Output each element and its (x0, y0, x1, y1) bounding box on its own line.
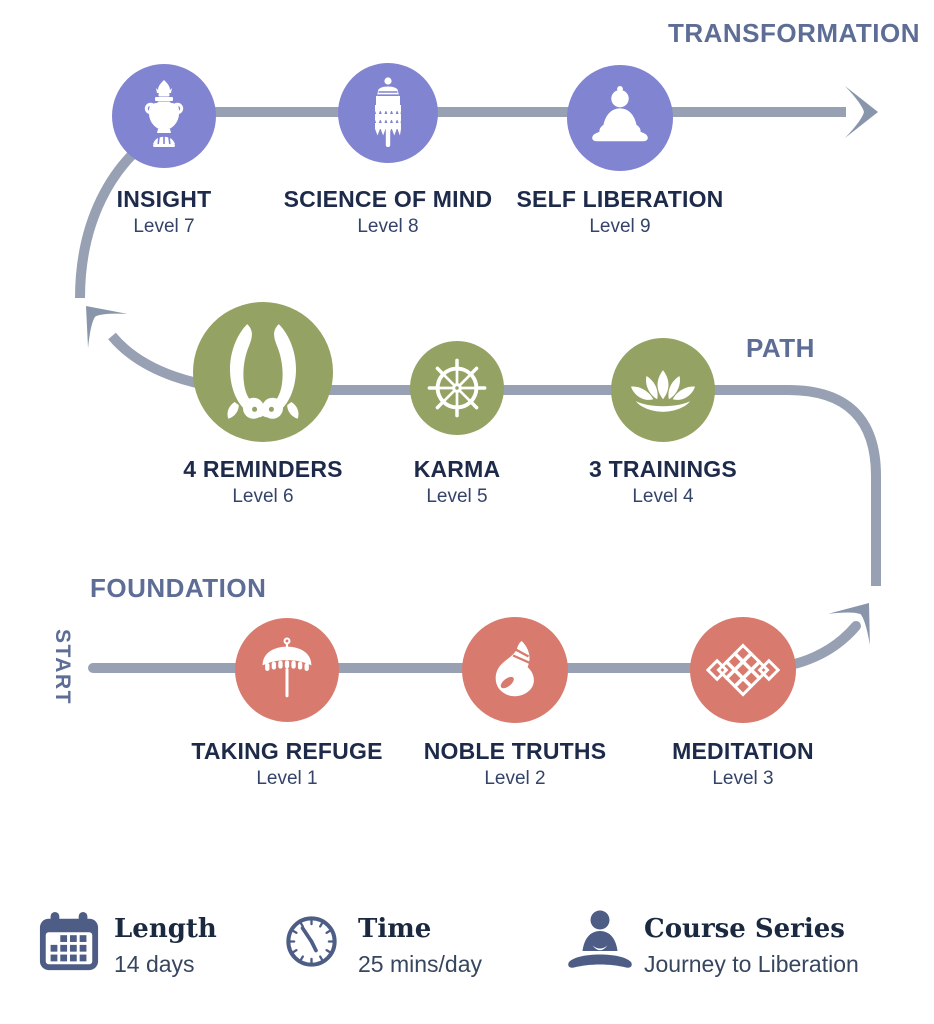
lotus-icon (630, 369, 696, 412)
node-noble-truths-circle (462, 617, 568, 723)
node-noble-truths-level: Level 2 (484, 768, 546, 789)
node-karma-level: Level 5 (426, 486, 488, 507)
node-insight-title: INSIGHT (116, 186, 212, 212)
time-value: 25 mins/day (358, 951, 483, 977)
length-heading: Length (114, 914, 217, 944)
node-taking-refuge-title: TAKING REFUGE (191, 738, 383, 764)
node-three-trainings-title: 3 TRAININGS (589, 456, 737, 482)
arrowhead-right (845, 86, 878, 138)
node-science-of-mind-circle (338, 63, 438, 163)
phase-label-transformation: TRANSFORMATION (667, 18, 920, 48)
arrowhead-up-left (86, 306, 128, 348)
node-self-liberation-circle (567, 65, 673, 171)
meditator-icon (566, 910, 634, 979)
treasure-vase-icon (144, 80, 184, 147)
node-science-of-mind-level: Level 8 (357, 216, 419, 237)
node-self-liberation-title: SELF LIBERATION (516, 186, 724, 212)
phase-label-foundation: FOUNDATION (90, 573, 267, 603)
parasol-icon (262, 637, 312, 698)
node-three-trainings-circle (611, 338, 715, 442)
endless-knot-icon (706, 643, 780, 697)
node-meditation-circle (690, 617, 796, 723)
node-four-reminders-title: 4 REMINDERS (183, 456, 343, 482)
node-meditation-level: Level 3 (712, 768, 774, 789)
victory-banner-icon (374, 77, 402, 147)
node-meditation-title: MEDITATION (672, 738, 814, 764)
node-taking-refuge-level: Level 1 (256, 768, 318, 789)
node-karma-circle (410, 341, 504, 435)
calendar-icon (38, 910, 100, 977)
clock-icon (283, 913, 340, 975)
node-science-of-mind-title: SCIENCE OF MIND (283, 186, 493, 212)
buddha-icon (592, 86, 648, 142)
conch-shell-icon (495, 641, 534, 697)
right-curve (690, 385, 881, 586)
node-self-liberation-level: Level 9 (589, 216, 651, 237)
arrowhead-up-right (828, 603, 870, 646)
node-insight-level: Level 7 (133, 216, 195, 237)
node-insight-circle (112, 64, 216, 168)
golden-fishes-icon (227, 323, 299, 419)
node-taking-refuge-circle (235, 618, 339, 722)
length-value: 14 days (114, 951, 195, 977)
node-four-reminders-circle (193, 302, 333, 442)
node-three-trainings-level: Level 4 (632, 486, 694, 507)
node-karma-title: KARMA (413, 456, 501, 482)
course-series-heading: Course Series (644, 914, 845, 944)
course-series-value: Journey to Liberation (644, 951, 859, 977)
time-heading: Time (358, 914, 432, 944)
phase-label-start: START (51, 629, 74, 705)
node-four-reminders-level: Level 6 (232, 486, 294, 507)
phase-label-path: PATH (746, 333, 815, 363)
node-noble-truths-title: NOBLE TRUTHS (423, 738, 607, 764)
dharma-wheel-icon (427, 358, 487, 418)
